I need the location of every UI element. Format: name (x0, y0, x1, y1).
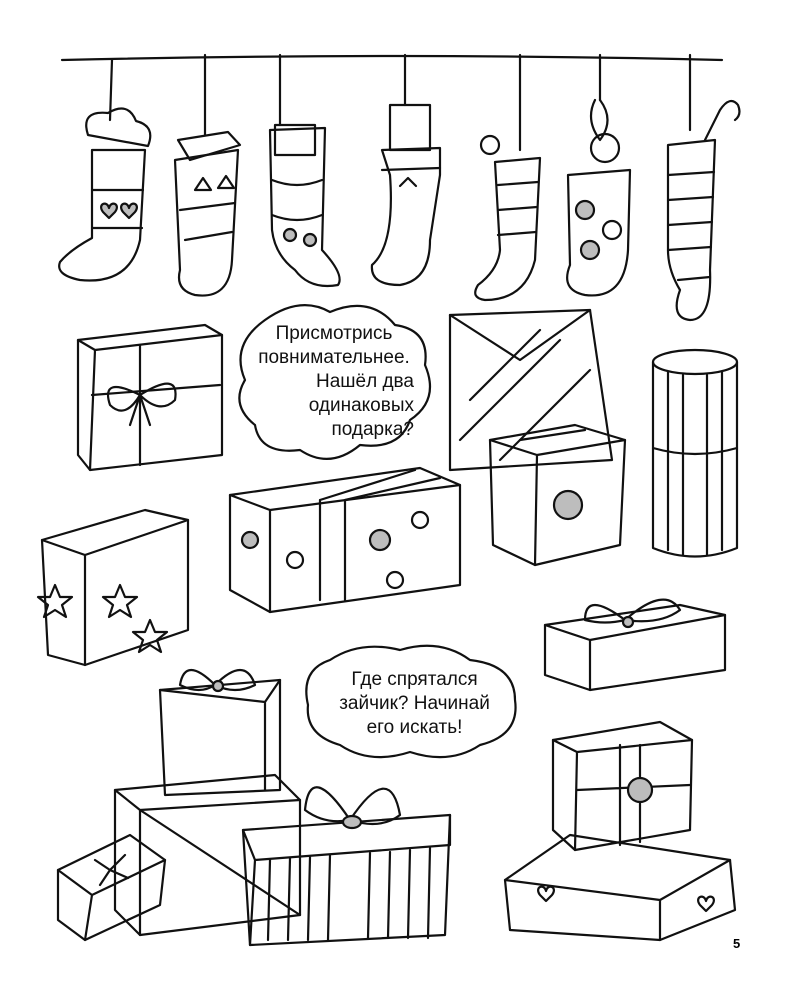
gift-box-big-bow (241, 786, 452, 947)
gift-cylinder (651, 348, 739, 558)
gift-box-flat (543, 598, 727, 692)
gift-box-bow (76, 323, 224, 472)
stocking-bunny (566, 53, 632, 297)
stocking-hearts (58, 58, 152, 282)
bubble-top-line: повнимательнее. (258, 347, 410, 368)
bubble-bottom-line: его искать! (366, 717, 463, 738)
bubble-bottom-line: Где спрятался (351, 669, 478, 690)
bubble-top-line: подарка? (331, 419, 414, 440)
bubble-top-line: Нашёл два (316, 371, 414, 392)
bubble-top-line: Присмотрись (275, 323, 393, 344)
bubble-top-text: Присмотрись повнимательнее. Нашёл два од… (248, 322, 420, 442)
bubble-bottom-text: Где спрятался зайчик? Начинай его искать… (322, 668, 507, 740)
stocking-book (370, 53, 442, 287)
gift-stack-left (113, 668, 302, 937)
speech-bubble-bottom (305, 644, 517, 759)
stocking-lollipop (474, 53, 542, 302)
speech-bubble-top (238, 304, 432, 460)
gift-box-dots (228, 466, 462, 614)
stocking-candycane (666, 53, 741, 322)
garland-string (60, 54, 724, 62)
gift-bag-stripes (448, 308, 614, 472)
bubble-top-line: одинаковых (308, 395, 414, 416)
gift-box-flowers (488, 423, 627, 567)
gift-stack-right (503, 720, 737, 942)
stocking-trees (173, 53, 242, 297)
bubble-bottom-line: зайчик? Начинай (339, 693, 490, 714)
stocking-wave (268, 53, 341, 288)
gift-box-stars (36, 508, 190, 667)
gift-box-small (56, 833, 167, 942)
page-number: 5 (733, 936, 741, 951)
